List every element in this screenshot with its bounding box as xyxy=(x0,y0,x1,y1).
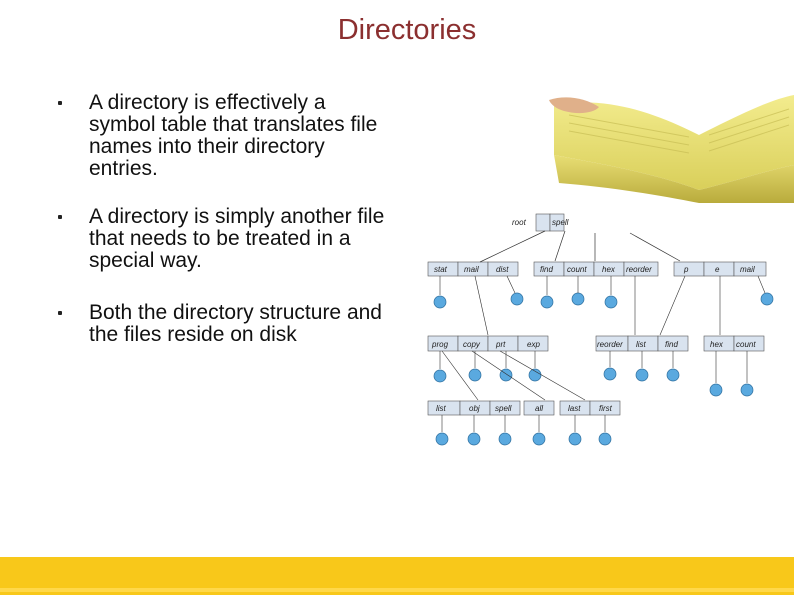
dir-entry: list xyxy=(636,340,647,349)
dir-entry: prt xyxy=(495,340,506,349)
root-label: root xyxy=(512,218,527,227)
dir-entry: count xyxy=(736,340,756,349)
dir-entry: first xyxy=(599,404,613,413)
dir-entry: mail xyxy=(740,265,755,274)
dir-entry: last xyxy=(568,404,581,413)
level4-row: list obj spell all last first xyxy=(427,400,621,416)
dir-entry: p xyxy=(683,265,689,274)
dir-entry: copy xyxy=(463,340,481,349)
file-nodes xyxy=(433,292,774,309)
dir-entry: reorder xyxy=(626,265,652,274)
dir-entry: find xyxy=(540,265,553,274)
dir-entry: stat xyxy=(434,265,448,274)
bullet-dot-icon xyxy=(58,215,62,219)
root-box xyxy=(535,213,551,232)
bullet-dot-icon xyxy=(58,101,62,105)
bullet-dot-icon xyxy=(58,311,62,315)
dir-entry: e xyxy=(715,265,720,274)
book-image xyxy=(549,95,794,203)
bullet-text: Both the directory structure and the fil… xyxy=(89,301,382,346)
dir-entry: dist xyxy=(496,265,509,274)
root-entry: spell xyxy=(552,218,569,227)
level3-row: prog copy prt exp reorder list find hex … xyxy=(427,335,765,352)
level2-row: stat mail dist find count hex reorder p … xyxy=(427,261,767,277)
bullet-text: A directory is effectively a symbol tabl… xyxy=(89,91,378,180)
dir-entry: reorder xyxy=(597,340,623,349)
footer-stripe xyxy=(0,588,794,592)
dir-entry: hex xyxy=(710,340,724,349)
bullet-text: A directory is simply another file that … xyxy=(89,205,385,272)
directory-tree-diagram: root spell stat mail dist find count hex… xyxy=(427,213,774,446)
dir-entry: exp xyxy=(527,340,540,349)
slide-title: Directories xyxy=(337,14,477,46)
dir-entry: prog xyxy=(431,340,449,349)
dir-entry: list xyxy=(436,404,447,413)
root-box xyxy=(549,213,565,232)
dir-entry: obj xyxy=(469,404,480,413)
dir-entry: hex xyxy=(602,265,616,274)
dir-entry: count xyxy=(567,265,587,274)
footer-bar xyxy=(0,557,794,595)
dir-entry: mail xyxy=(464,265,479,274)
dir-entry: spell xyxy=(495,404,512,413)
dir-entry: find xyxy=(665,340,678,349)
dir-entry: all xyxy=(535,404,543,413)
